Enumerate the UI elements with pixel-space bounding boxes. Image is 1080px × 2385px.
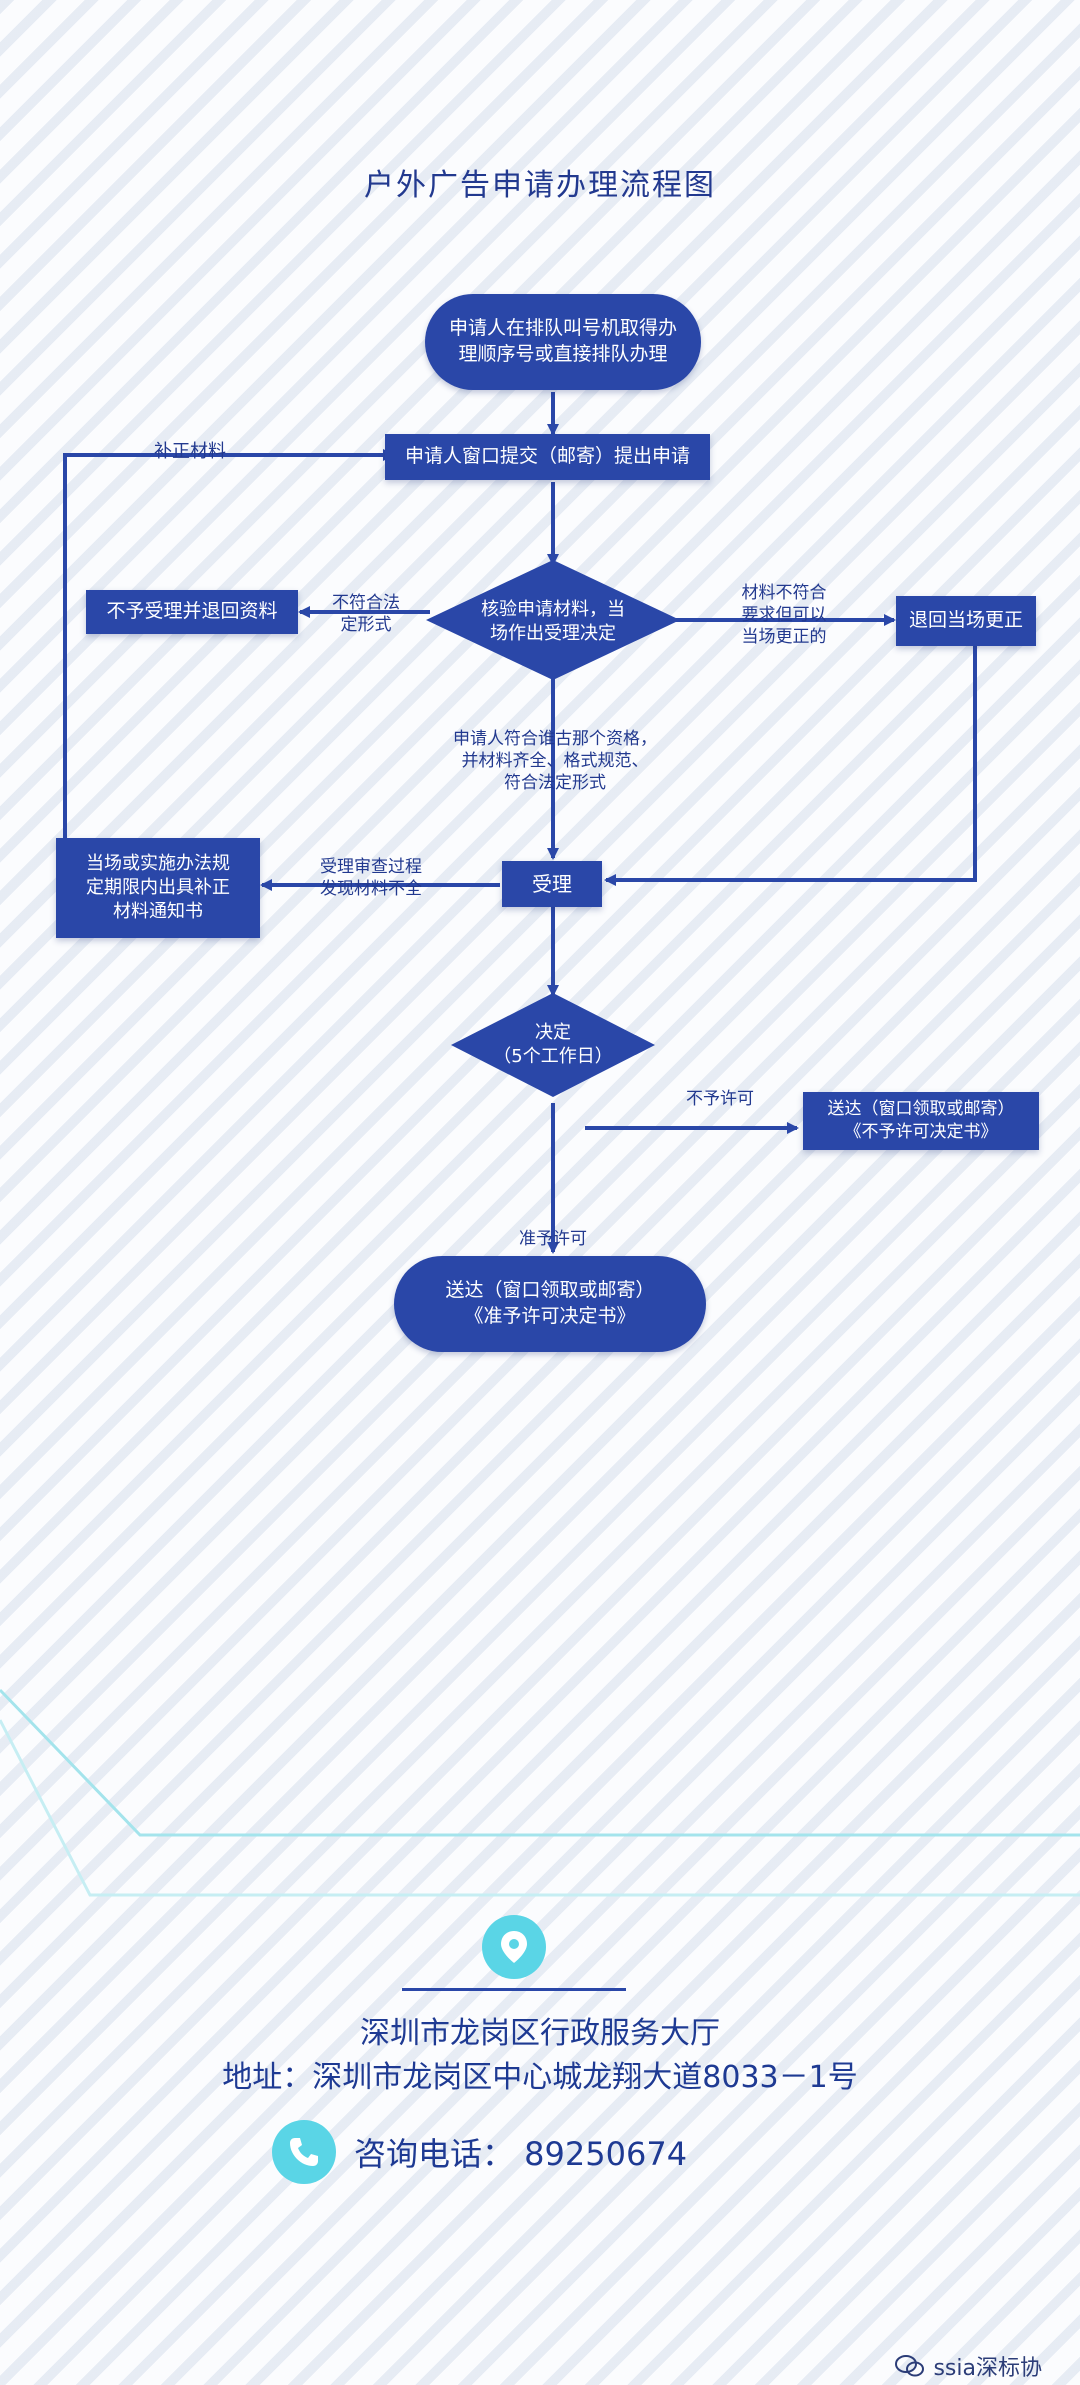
- node-return-correct: 退回当场更正: [896, 596, 1036, 646]
- chart-title: 户外广告申请办理流程图: [364, 168, 716, 203]
- footer-address: 地址：深圳市龙岗区中心城龙翔大道8033－1号: [222, 2060, 858, 2095]
- decorative-line-1: [0, 1688, 1080, 1837]
- label-correctable: 材料不符合 要求但可以 当场更正的: [741, 583, 827, 648]
- footer-phone-row: 咨询电话： 89250674: [272, 2120, 687, 2184]
- node-verify-text: 核验申请材料，当 场作出受理决定: [481, 598, 625, 644]
- wechat-icon: [895, 2355, 925, 2377]
- node-submit: 申请人窗口提交（邮寄）提出申请: [385, 434, 710, 480]
- label-approve-visible: 准予许可: [519, 1229, 587, 1249]
- footer-divider: [402, 1988, 626, 1991]
- node-accept: 受理: [502, 861, 602, 907]
- diamond-decide: [451, 993, 655, 1097]
- footer-hall: 深圳市龙岗区行政服务大厅: [360, 2016, 720, 2051]
- diamond-verify: [426, 560, 680, 680]
- node-start: 申请人在排队叫号机取得办 理顺序号或直接排队办理: [425, 294, 701, 390]
- arrow-notice-submit: [63, 449, 395, 838]
- label-qualified: 申请人符合谁古那个资格， 并材料齐全、格式规范、 符合法定形式: [453, 729, 657, 794]
- flow-connectors: [0, 392, 1080, 1897]
- label-deny: 不予许可: [686, 1089, 754, 1109]
- node-reject-return: 不予受理并退回资料: [86, 590, 298, 634]
- label-supplement: 补正材料: [154, 441, 226, 462]
- phone-icon: [272, 2120, 336, 2184]
- watermark-text: ssia深标协: [933, 2356, 1042, 2381]
- node-supplement-notice: 当场或实施办法规 定期限内出具补正 材料通知书: [56, 838, 260, 938]
- label-incomplete: 受理审查过程 发现材料不全: [320, 857, 422, 900]
- decorative-line-2: [0, 1719, 1080, 1897]
- node-decide-text: 决定 （5个工作日）: [493, 1021, 613, 1067]
- node-approve-deliver: 送达（窗口领取或邮寄） 《准予许可决定书》: [394, 1256, 706, 1352]
- node-deny-deliver: 送达（窗口领取或邮寄） 《不予许可决定书》: [803, 1092, 1039, 1150]
- watermark: ssia深标协: [895, 2350, 1042, 2382]
- footer-phone: 咨询电话： 89250674: [354, 2135, 688, 2173]
- arrow-return-accept: [604, 646, 977, 886]
- label-not-legal-form: 不符合法 定形式: [332, 593, 400, 636]
- location-pin-icon: [482, 1915, 546, 1979]
